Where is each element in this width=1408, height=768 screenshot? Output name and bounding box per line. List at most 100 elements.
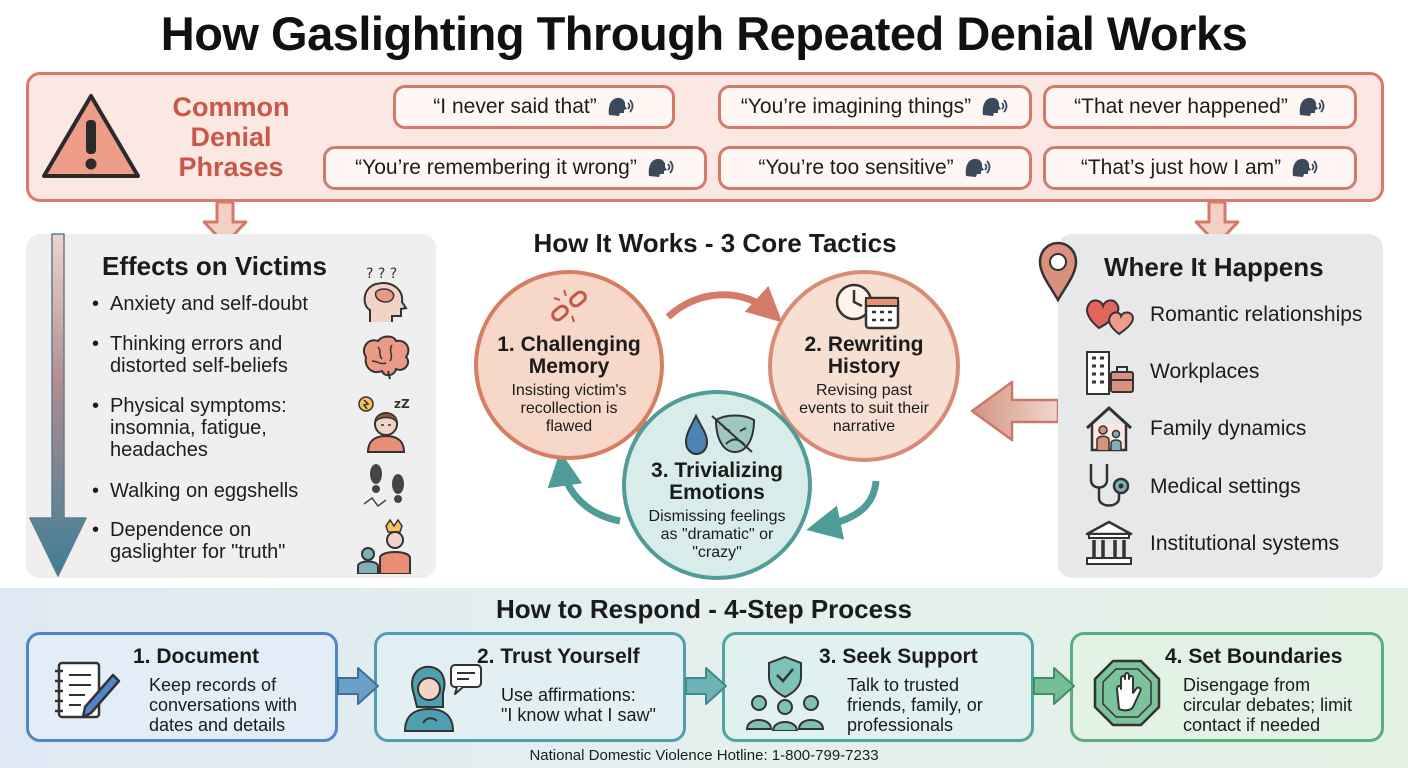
effect-line: gaslighter for "truth" [110,541,286,563]
confused-head-icon: ? ? ? [363,266,408,322]
left-arrow-icon [970,380,1060,442]
step-title: 4. Set Boundaries [1165,645,1343,668]
step-desc-line: professionals [847,715,954,735]
tactic-title: History [827,355,901,378]
step-seek-support: 3. Seek Support Talk to trusted friends,… [722,632,1034,742]
tactic-trivializing-emotions: 3. Trivializing Emotions Dismissing feel… [622,390,812,580]
effect-item: •Anxiety and self-doubt [92,293,360,315]
effect-item: •Physical symptoms:insomnia, fatigue,hea… [92,395,360,461]
warning-triangle-icon [42,94,140,178]
phrase-text: “I never said that” [433,95,597,118]
denial-phrase: “That’s just how I am” [1043,146,1357,190]
page-title: How Gaslighting Through Repeated Denial … [160,7,1248,60]
step-arrow-icon [685,667,727,705]
tactic-rewriting-history: 2. Rewriting History Revising past event… [768,270,960,462]
place-medical-settings: Medical settings [1150,475,1301,498]
step-description: Talk to trusted friends, family, or prof… [847,675,983,735]
effect-line: Dependence on [110,519,252,541]
step-trust-yourself: 2. Trust Yourself Use affirmations: "I k… [374,632,686,742]
tactic-desc-line: as "dramatic" or [660,526,774,543]
footsteps-icon [363,464,404,508]
support-group-icon [745,655,825,731]
effect-line: Walking on eggshells [110,480,299,502]
affirming-person-icon [403,664,482,732]
step-title: 2. Trust Yourself [477,645,640,668]
office-building-icon [1086,351,1134,395]
tactic-title: Emotions [669,481,765,504]
step-description: Keep records of conversations with dates… [149,675,297,735]
step-document: 1. Document Keep records of conversation… [26,632,338,742]
phrase-text: “You’re too sensitive” [758,156,954,179]
step-desc-line: dates and details [149,715,286,735]
step-desc-line: contact if needed [1183,715,1321,735]
teardrop-mask-icon [684,413,756,456]
effect-line: Physical symptoms: [110,395,287,417]
crowned-figure-icon [357,518,411,574]
hearts-icon [1086,299,1134,336]
step-title: 1. Document [133,645,260,668]
svg-text:? ? ?: ? ? ? [366,266,397,282]
phrase-text: “That’s just how I am” [1080,156,1282,179]
effect-line: headaches [110,439,208,461]
place-institutional-systems: Institutional systems [1150,532,1340,555]
tactic-title: 2. Rewriting [804,333,924,356]
phrase-text: “You’re remembering it wrong” [355,156,637,179]
speaking-head-icon [965,158,991,177]
step-desc-line: Keep records of [149,675,277,695]
tactic-description: Revising past events to suit their narra… [772,382,956,436]
step-title: 3. Seek Support [819,645,978,668]
tactic-desc-line: recollection is [520,400,618,417]
denial-phrase: “That never happened” [1043,85,1357,129]
tactic-title: 3. Trivializing [651,459,783,482]
tactic-desc-line: flawed [545,418,593,435]
speaking-head-icon [1292,158,1318,177]
effects-heading: Effects on Victims [102,251,327,281]
step-desc-line: friends, family, or [847,695,983,715]
svg-text:zZ: zZ [394,397,410,411]
tactics-heading: How It Works - 3 Core Tactics [533,228,897,258]
progression-arrow-icon [29,233,87,577]
tactic-desc-line: Insisting victim's [511,382,627,399]
notebook-pen-icon [55,661,121,719]
step-desc-line: Talk to trusted [847,675,960,695]
step-arrow-icon [1033,667,1075,705]
down-arrow-icon [1194,200,1240,246]
tired-person-icon: zZ [358,396,410,453]
step-desc-line: circular debates; limit [1183,695,1353,715]
step-desc-line: "I know what I saw" [501,705,656,725]
clock-calendar-icon [835,283,900,330]
speaking-head-icon [982,97,1008,116]
broken-chain-icon [551,289,587,323]
place-family-dynamics: Family dynamics [1150,417,1307,440]
step-arrow-icon [337,667,379,705]
effect-line: insomnia, fatigue, [110,417,267,439]
family-house-icon [1085,406,1133,452]
step-desc-line: Disengage from [1183,675,1311,695]
denial-phrase: “You’re remembering it wrong” [323,146,707,190]
denial-phrases-heading: Common Denial Phrases [150,92,312,182]
heading-line: Phrases [178,152,284,182]
tactic-desc-line: Dismissing feelings [648,508,786,525]
stop-hand-icon [1093,659,1161,727]
step-desc-line: Use affirmations: [501,685,636,705]
speaking-head-icon [608,97,634,116]
phrase-text: “You’re imagining things” [740,95,972,118]
effect-item: •Walking on eggshells [92,480,360,502]
tactic-desc-line: narrative [832,418,896,435]
hotline-text: National Domestic Violence Hotline: 1-80… [529,747,879,764]
tactic-description: Dismissing feelings as "dramatic" or "cr… [626,508,808,562]
respond-heading: How to Respond - 4-Step Process [495,594,913,624]
place-workplaces: Workplaces [1150,360,1260,383]
tactic-desc-line: Revising past [815,382,913,399]
tactic-title: 1. Challenging [497,333,641,356]
tactic-challenging-memory: 1. Challenging Memory Insisting victim's… [474,270,664,460]
denial-phrase: “You’re too sensitive” [718,146,1032,190]
speaking-head-icon [648,158,674,177]
step-description: Use affirmations: "I know what I saw" [501,685,656,725]
down-arrow-icon [202,200,248,246]
place-romantic-relationships: Romantic relationships [1150,303,1363,326]
location-pin-icon [1038,241,1078,302]
tactic-desc-line: "crazy" [692,544,742,561]
